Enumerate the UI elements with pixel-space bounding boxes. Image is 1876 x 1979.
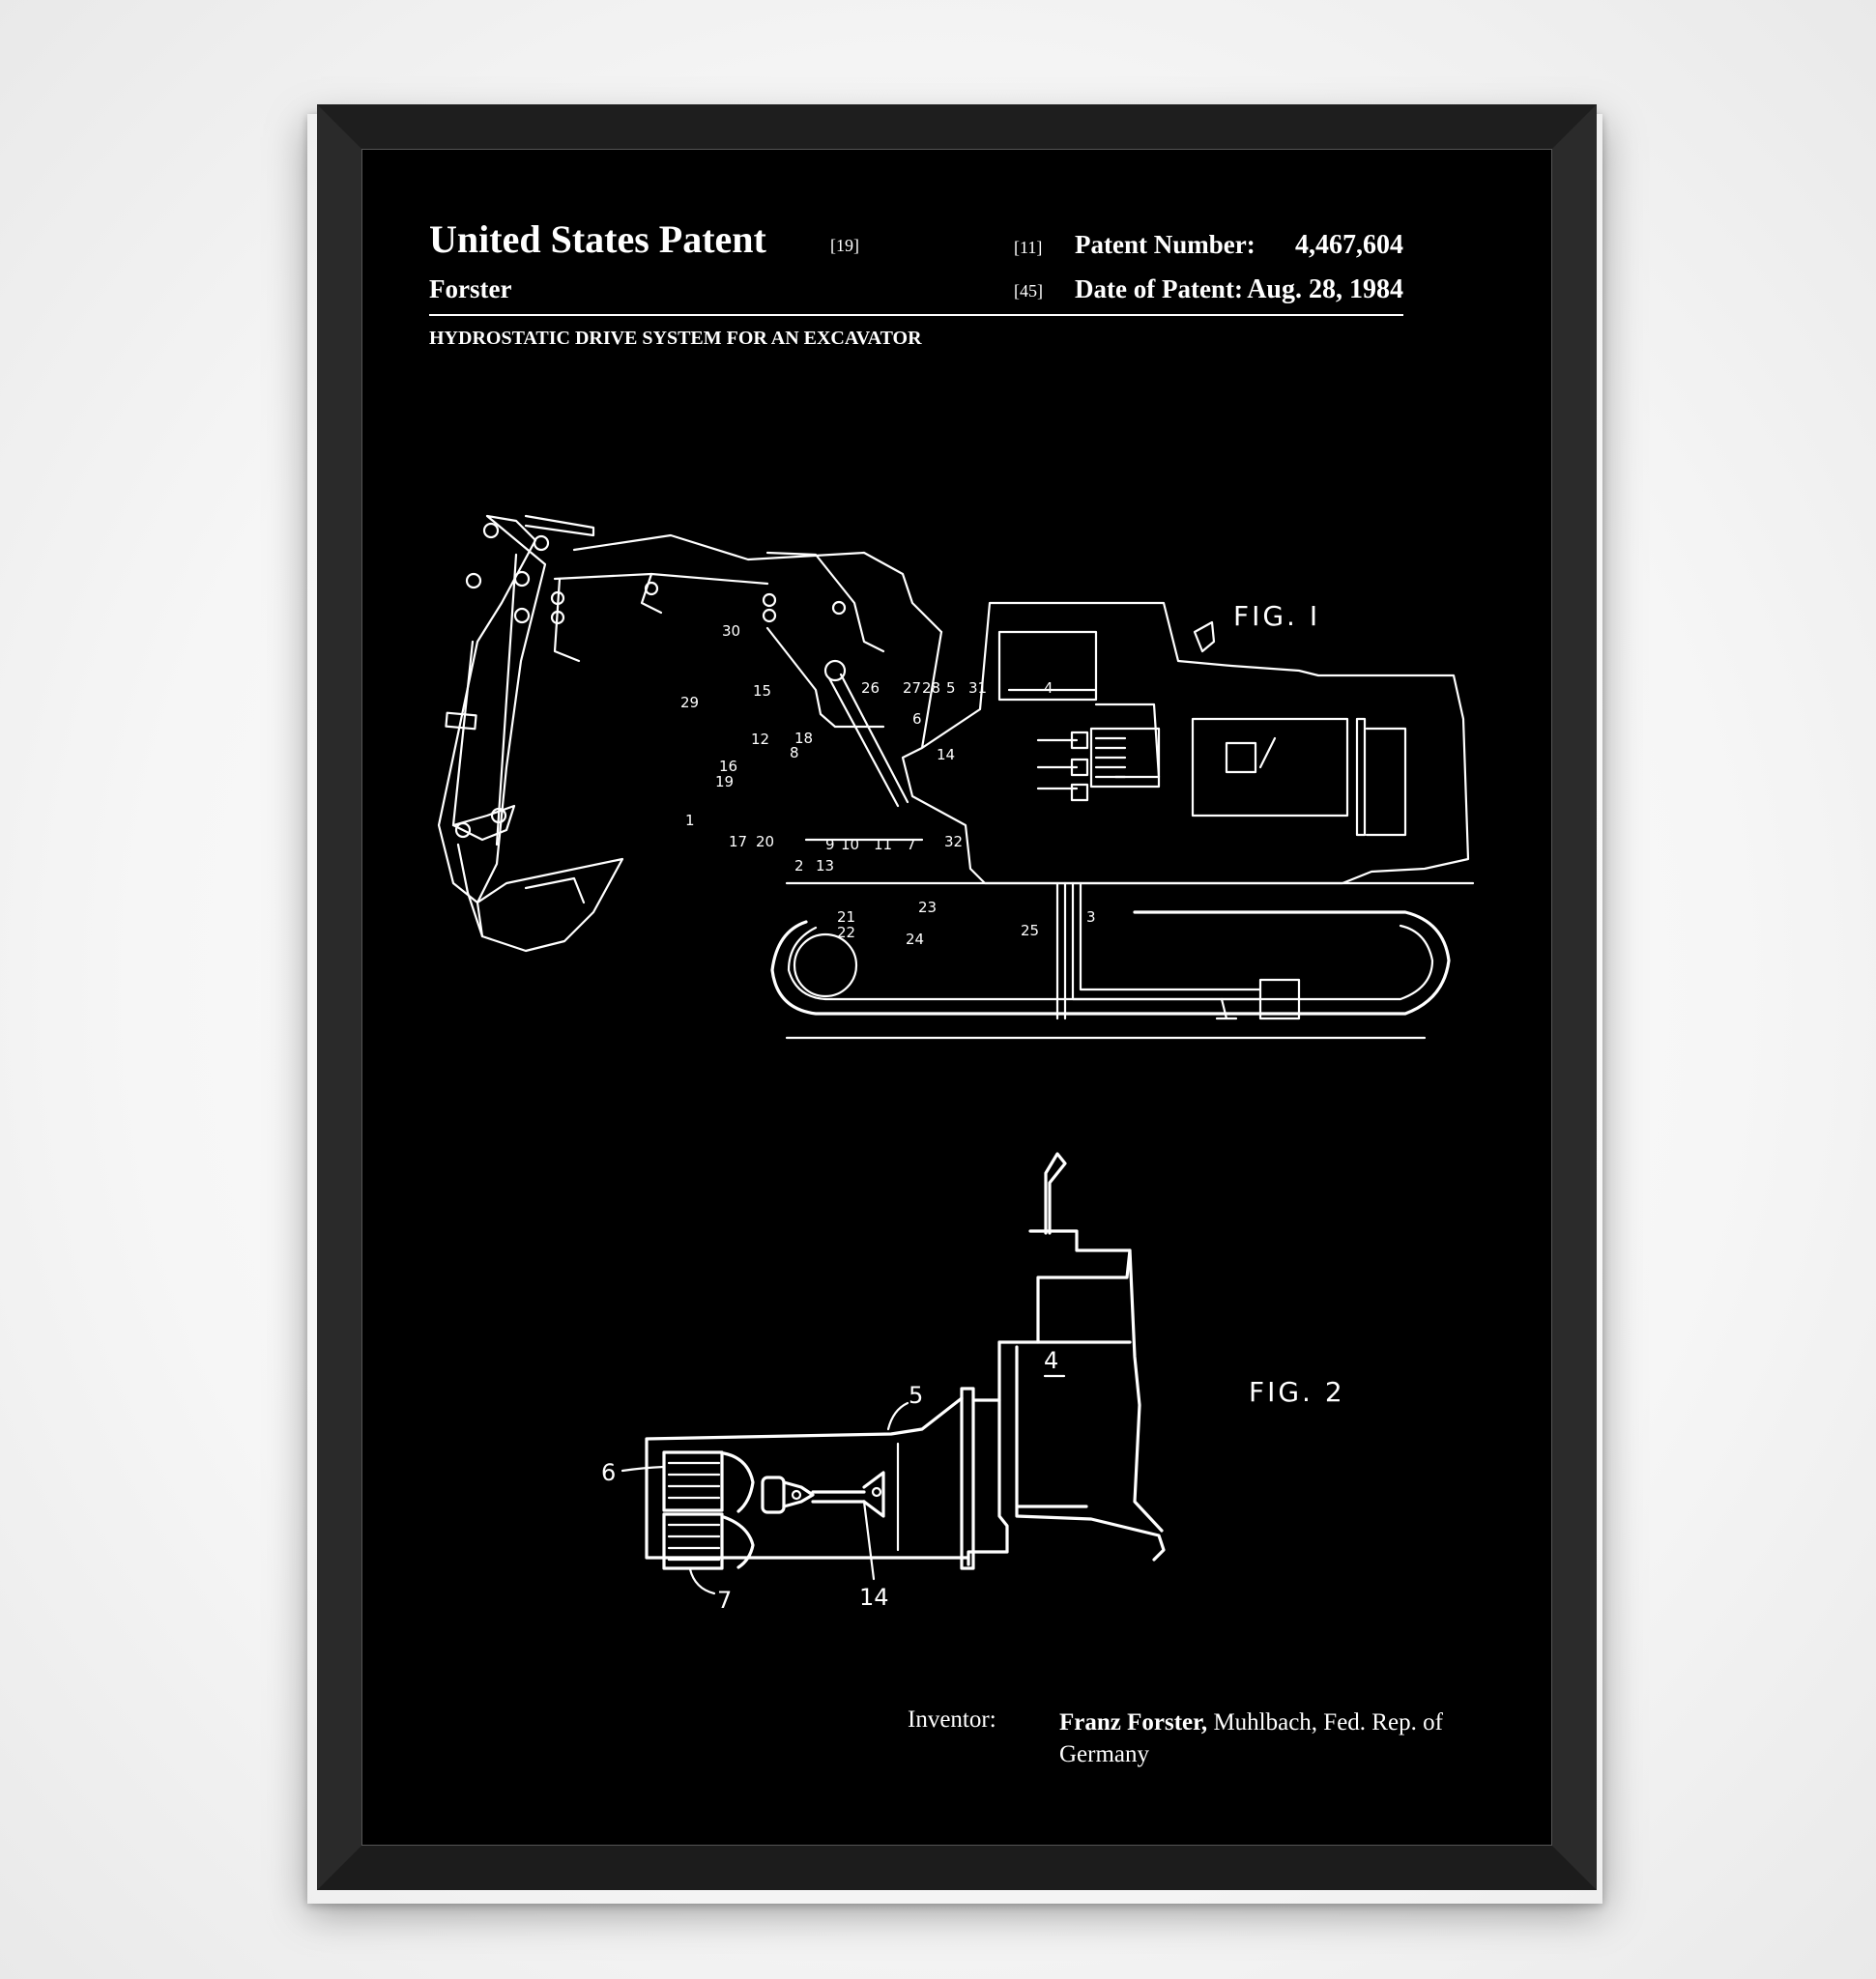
callout-30: 30 — [722, 622, 740, 640]
assignee-surname: Forster — [429, 274, 512, 303]
fig2-callout-6: 6 — [601, 1459, 616, 1486]
patent-drawings: 30 29 15 12 18 8 16 19 1 17 20 2 13 9 10… — [437, 514, 1475, 1614]
frame-bevel-bottom — [317, 1846, 1597, 1890]
callout-19: 19 — [715, 773, 734, 790]
date-of-patent-value: Aug. 28, 1984 — [1247, 274, 1403, 304]
callout-3: 3 — [1086, 908, 1096, 926]
callout-24: 24 — [906, 931, 924, 948]
callout-31: 31 — [968, 679, 987, 697]
callout-22: 22 — [837, 924, 855, 941]
header-divider — [429, 314, 1403, 316]
callout-1: 1 — [685, 812, 695, 829]
fig2-callouts: 4 5 6 7 14 — [601, 1347, 1058, 1614]
fig2-callout-14: 14 — [859, 1584, 889, 1611]
callout-26: 26 — [861, 679, 880, 697]
fig2-callout-5: 5 — [909, 1382, 923, 1409]
callout-5: 5 — [946, 679, 956, 697]
callout-14: 14 — [937, 746, 955, 763]
callout-10: 10 — [841, 836, 859, 853]
callout-9: 9 — [825, 836, 835, 853]
fig1-callouts: 30 29 15 12 18 8 16 19 1 17 20 2 13 9 10… — [680, 622, 1096, 948]
figure-2-label: FIG. 2 — [1249, 1376, 1345, 1408]
date-ref: [45] — [1014, 281, 1043, 301]
patent-number-label: Patent Number: — [1075, 230, 1255, 259]
fig2-callout-7: 7 — [717, 1587, 732, 1614]
callout-15: 15 — [753, 682, 771, 700]
patent-poster: United States Patent [19] Forster [11] P… — [361, 149, 1552, 1846]
callout-29: 29 — [680, 694, 699, 711]
inventor-name: Franz Forster, — [1059, 1709, 1208, 1735]
callout-12: 12 — [751, 731, 769, 748]
frame-bevel-right — [1552, 104, 1597, 1890]
fig2-callout-4: 4 — [1044, 1347, 1058, 1374]
fig2-pump-drawing — [621, 1152, 1166, 1595]
inventor-location: Muhlbach, Fed. Rep. of Germany — [1059, 1709, 1443, 1767]
callout-4: 4 — [1044, 679, 1053, 697]
patent-header-title: United States Patent — [429, 217, 766, 261]
frame-bevel-top — [317, 104, 1597, 149]
callout-2: 2 — [794, 857, 804, 875]
callout-8: 8 — [790, 744, 799, 761]
callout-27: 27 — [903, 679, 921, 697]
inventor-label: Inventor: — [908, 1707, 996, 1733]
frame-bevel-left — [317, 104, 361, 1890]
callout-18: 18 — [794, 730, 813, 747]
date-of-patent-label: Date of Patent: — [1075, 274, 1243, 303]
callout-23: 23 — [918, 899, 937, 916]
callout-13: 13 — [816, 857, 834, 875]
patent-subject: HYDROSTATIC DRIVE SYSTEM FOR AN EXCAVATO… — [429, 328, 922, 349]
callout-28: 28 — [922, 679, 940, 697]
callout-25: 25 — [1021, 922, 1039, 939]
callout-21: 21 — [837, 908, 855, 926]
callout-7: 7 — [907, 836, 916, 853]
patent-number-value: 4,467,604 — [1295, 230, 1403, 260]
callout-17: 17 — [729, 833, 747, 850]
figure-1-label: FIG. I — [1233, 600, 1321, 632]
callout-20: 20 — [756, 833, 774, 850]
inventor-value: Franz Forster, Muhlbach, Fed. Rep. of Ge… — [1059, 1707, 1523, 1770]
callout-11: 11 — [874, 836, 892, 853]
fig1-excavator-drawing — [437, 514, 1475, 1040]
callout-32: 32 — [944, 833, 963, 850]
header-ref-19: [19] — [830, 236, 859, 255]
callout-6: 6 — [912, 710, 922, 728]
callout-16: 16 — [719, 758, 737, 775]
patent-number-ref: [11] — [1014, 238, 1043, 257]
